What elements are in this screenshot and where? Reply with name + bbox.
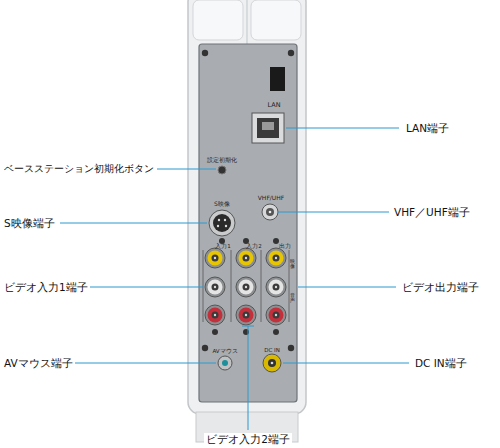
callout-label: DC IN端子 [413, 357, 469, 369]
panel-marking: S映像 [214, 201, 230, 208]
panel-marking: 映像 [290, 259, 295, 270]
vhf-uhf-port [262, 204, 278, 220]
dc-in-port [263, 354, 281, 372]
rca-jacks [203, 238, 289, 335]
callout-label: S映像端子 [2, 217, 57, 229]
rca-jack [236, 277, 256, 297]
rca-jack [266, 277, 286, 297]
rca-jack [236, 305, 256, 325]
panel-marking: 入力2 [246, 243, 262, 249]
callout-label: ビデオ入力2端子 [204, 433, 292, 445]
panel-marking: 入力1 [215, 243, 231, 249]
housing [188, 0, 306, 442]
panel-marking: 出力 [279, 243, 291, 249]
rca-jack [266, 305, 286, 325]
panel-marking: 設定初期化 [207, 157, 237, 163]
callout-label: ベースステーション初期化ボタン [2, 163, 156, 175]
rca-jack [205, 277, 225, 297]
rca-jack [236, 248, 256, 268]
callout-label: ビデオ出力端子 [400, 281, 481, 293]
rca-jack [266, 248, 286, 268]
rca-jack [205, 248, 225, 268]
panel-marking: DC IN [264, 347, 280, 353]
panel-marking: LAN [267, 102, 280, 109]
panel-marking: VHF/UHF [258, 195, 284, 202]
callout-label: VHF／UHF端子 [392, 206, 472, 218]
callout-label: ビデオ入力1端子 [2, 281, 90, 293]
callout-label: AVマウス端子 [2, 357, 75, 369]
rca-jack [205, 305, 225, 325]
av-mouse-port [218, 356, 232, 370]
lan-port [252, 67, 285, 143]
reset-button [218, 166, 226, 174]
callout-label: LAN端子 [404, 122, 451, 134]
panel-marking: 音声 [290, 293, 295, 304]
s-video-port [209, 210, 235, 244]
panel-marking: AVマウス [212, 348, 237, 354]
